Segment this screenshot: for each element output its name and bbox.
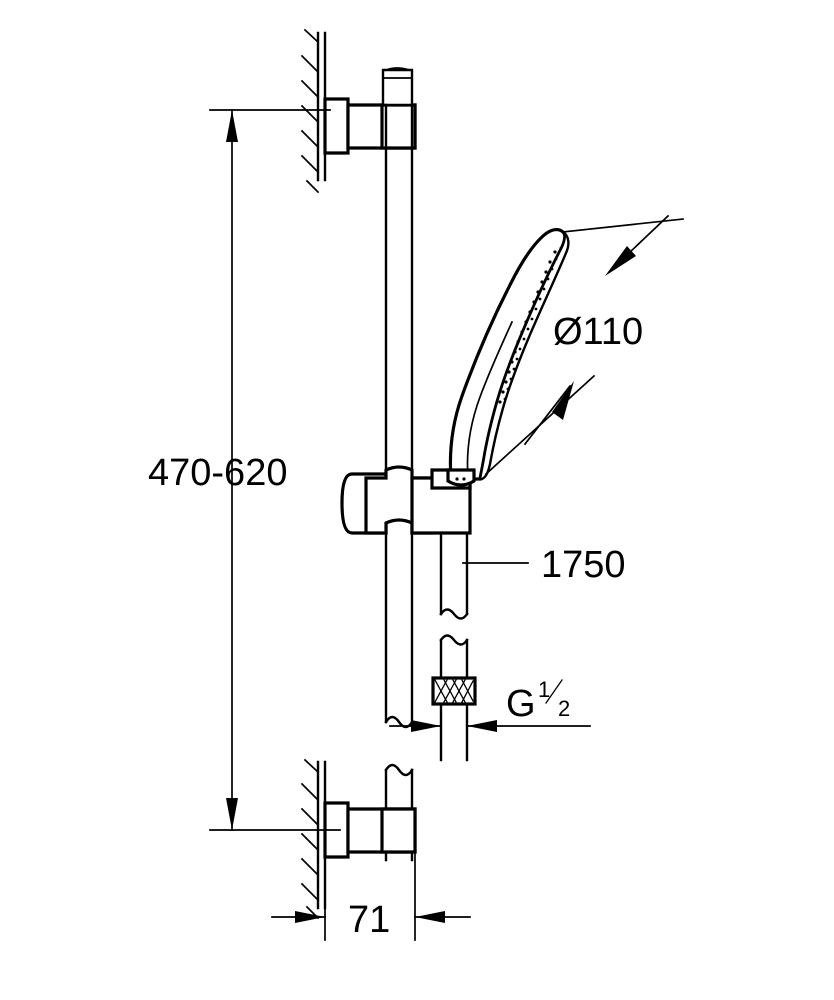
wall-section-lower: [300, 758, 327, 920]
dimension-rail-height: 470-620: [148, 109, 341, 831]
dimension-label-thread-numerator: 1: [538, 677, 550, 702]
arrowhead-thread-right: [467, 720, 497, 732]
dimension-label-diameter: Ø110: [553, 311, 643, 353]
dimension-label-rail-height: 470-620: [148, 452, 287, 494]
upper-wall-bracket: [323, 67, 417, 155]
arrowhead-down: [226, 798, 238, 830]
sliding-holder: [340, 465, 472, 535]
arrowhead-projection-right: [415, 911, 445, 923]
dimension-hose-thread: G 1 2: [389, 677, 591, 732]
wall-section-upper: [300, 28, 327, 194]
dimension-hose-length: 1750: [462, 544, 626, 586]
spray-nozzle-texture: [498, 246, 563, 404]
dimension-label-thread: G: [506, 683, 536, 725]
arrowhead-diameter-upper: [605, 214, 670, 276]
dimension-label-hose-length: 1750: [541, 544, 626, 586]
dimension-wall-projection: 71: [271, 851, 471, 941]
arrowhead-up: [226, 110, 238, 142]
lower-wall-bracket: [323, 801, 417, 859]
dimension-label-projection: 71: [348, 899, 390, 941]
dimension-label-thread-denominator: 2: [558, 696, 570, 721]
arrowhead-thread-left: [411, 720, 441, 732]
knurl-crosshatch: [434, 679, 474, 703]
wall-hatching-upper: [300, 28, 320, 194]
arrowhead-projection-left: [295, 911, 325, 923]
wall-hatching-lower: [300, 758, 320, 920]
dimension-shower-diameter: Ø110: [484, 214, 684, 476]
hand-shower: [446, 228, 570, 487]
knurled-connector-nut: [431, 676, 477, 706]
arrowhead-diameter-lower: [523, 381, 574, 446]
shower-hose: [431, 531, 477, 762]
